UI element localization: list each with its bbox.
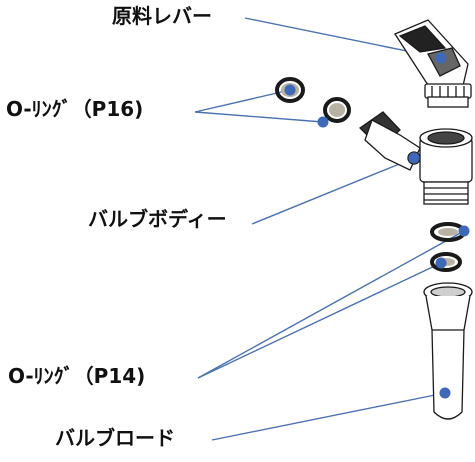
dot-oring-p16-a — [284, 84, 296, 96]
valve-rod-part — [423, 282, 473, 420]
leader-line-oring-p14-b — [197, 262, 442, 379]
leader-dots — [284, 52, 470, 399]
oring-p16-2 — [323, 97, 351, 123]
oring-p16-parts — [275, 77, 351, 123]
dot-valve-rod — [439, 387, 451, 399]
oring-p16-1 — [275, 77, 305, 103]
oring-p14-2 — [430, 252, 462, 272]
label-valve-rod: バルブロード — [55, 426, 175, 450]
label-oring-p16: O-ﾘﾝｸﾞ（P16) — [6, 97, 144, 121]
dot-oring-p14-b — [435, 257, 447, 269]
dot-valve-body — [408, 152, 420, 164]
leader-line-valve-body — [251, 157, 415, 225]
leader-line-oring-p14-a — [197, 230, 465, 379]
valve-body-part — [358, 111, 473, 205]
label-oring-p14: O-ﾘﾝｸﾞ（P14) — [8, 364, 146, 388]
dot-oring-p16-b — [317, 116, 329, 128]
label-lever: 原料レバー — [112, 4, 212, 28]
lever-part — [394, 19, 472, 108]
leader-line-valve-rod — [211, 392, 446, 441]
dot-oring-p14-a — [458, 225, 470, 237]
leader-line-oring-p16-b — [194, 111, 324, 123]
leader-line-oring-p16-a — [194, 89, 291, 113]
label-valve-body: バルブボディー — [88, 207, 227, 231]
dot-lever — [435, 52, 447, 64]
leader-lines — [194, 17, 465, 441]
